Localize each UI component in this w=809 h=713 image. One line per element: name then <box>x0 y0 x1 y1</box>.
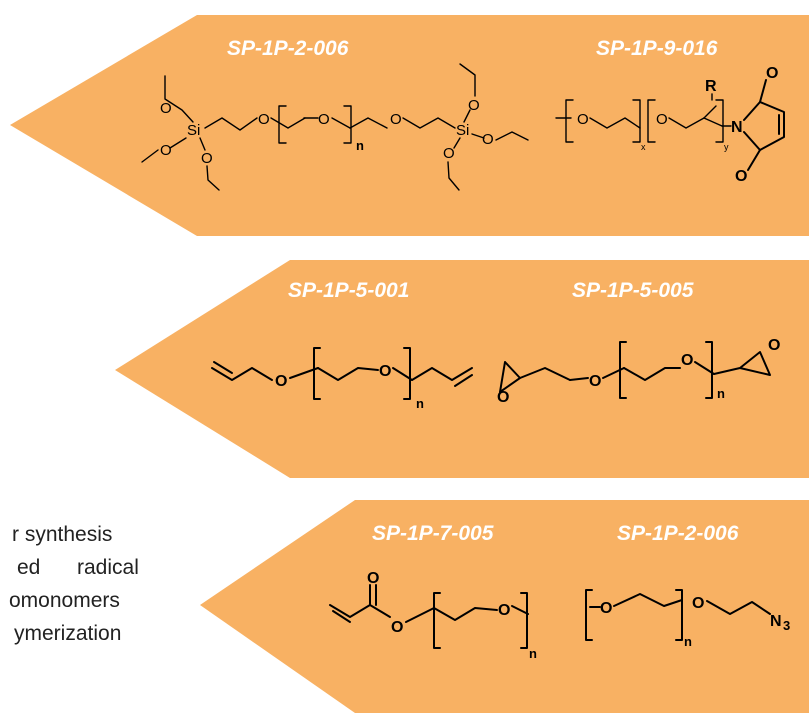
atom-o: O <box>443 145 455 162</box>
atom-n: N <box>731 119 743 136</box>
atom-o: O <box>681 352 693 369</box>
structure-azido-peg: O n O N 3 <box>585 589 790 649</box>
atom-o: O <box>482 131 494 148</box>
panel-2-label-b: SP-1P-5-005 <box>572 279 694 302</box>
side-text-line-3: omonomers <box>9 589 120 612</box>
atom-o: O <box>735 168 747 185</box>
repeat-n: n <box>717 386 725 401</box>
repeat-x: x <box>641 142 646 152</box>
atom-o: O <box>318 111 330 128</box>
structure-diglycidyl-peg: O O O n O <box>497 337 780 406</box>
atom-o: O <box>692 595 704 612</box>
structure-peg-acrylate: O O O n <box>329 570 537 661</box>
atom-o: O <box>379 363 391 380</box>
side-text-line-2b: radical <box>77 556 139 579</box>
structure-bis-triethoxysilyl-peg: Si O O O O O n O Si O <box>141 63 529 191</box>
repeat-y: y <box>724 142 729 152</box>
panel-3-label-b: SP-1P-2-006 <box>617 522 739 545</box>
panel-1-label-a: SP-1P-2-006 <box>227 37 349 60</box>
atom-o: O <box>498 602 510 619</box>
cropped-side-text: r synthesis ed radical omonomers ymerizat… <box>0 518 160 650</box>
azide-subscript: 3 <box>783 618 790 633</box>
repeat-n: n <box>529 646 537 661</box>
side-text-line-2a: ed <box>17 556 41 579</box>
side-text-line-4: ymerization <box>14 622 122 645</box>
atom-o: O <box>201 150 213 167</box>
atom-o: O <box>468 97 480 114</box>
structure-diallyl-peg: O O n <box>211 347 473 411</box>
atom-o: O <box>275 373 287 390</box>
arrow-shape-2 <box>115 260 809 478</box>
atom-o: O <box>768 337 780 354</box>
panel-1-label-b: SP-1P-9-016 <box>596 37 718 60</box>
structure-peg-maleimide: O x O y R N O O <box>555 65 785 185</box>
panel-3: SP-1P-7-005 SP-1P-2-006 O O O n O n <box>200 500 809 713</box>
atom-o: O <box>160 142 172 159</box>
side-text-line-2: ed radical <box>0 551 160 584</box>
panel-2-label-a: SP-1P-5-001 <box>288 279 409 302</box>
repeat-n: n <box>416 396 424 411</box>
atom-si-right: Si <box>456 122 469 139</box>
atom-o: O <box>656 111 668 128</box>
atom-o: O <box>589 373 601 390</box>
atom-si-left: Si <box>187 122 200 139</box>
atom-o: O <box>390 111 402 128</box>
atom-o: O <box>577 111 589 128</box>
atom-o: O <box>258 111 270 128</box>
panel-3-label-a: SP-1P-7-005 <box>372 522 494 545</box>
atom-o: O <box>600 600 612 617</box>
panel-1: SP-1P-2-006 SP-1P-9-016 Si O O O O O n <box>10 15 809 236</box>
atom-o: O <box>367 570 379 587</box>
atom-o: O <box>160 100 172 117</box>
atom-o: O <box>497 389 509 406</box>
atom-r: R <box>705 78 717 95</box>
repeat-n: n <box>356 138 364 153</box>
panel-2: SP-1P-5-001 SP-1P-5-005 O O n O O <box>115 260 809 478</box>
atom-o: O <box>391 619 403 636</box>
arrow-shape-3 <box>200 500 809 713</box>
atom-n-azide: N <box>770 613 782 630</box>
atom-o: O <box>766 65 778 82</box>
side-text-line-1: r synthesis <box>12 523 113 546</box>
repeat-n: n <box>684 634 692 649</box>
